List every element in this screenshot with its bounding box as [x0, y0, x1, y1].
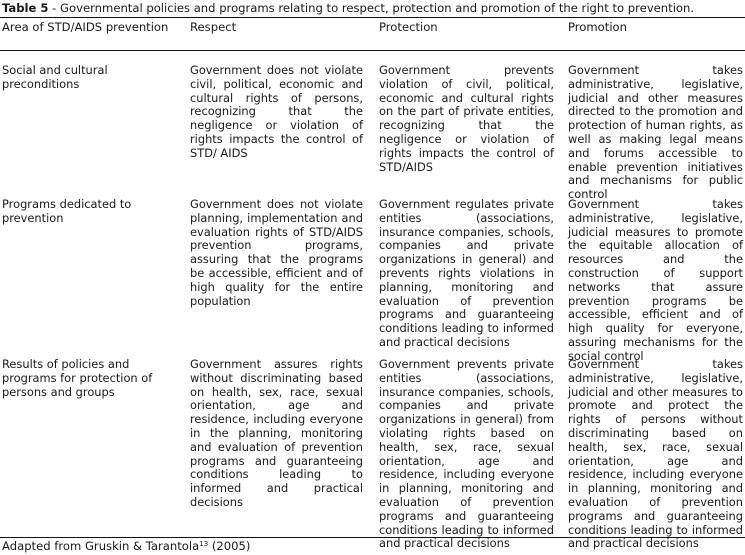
bottom-rule [0, 537, 745, 538]
header-area: Area of STD/AIDS prevention [2, 20, 169, 34]
header-protection: Protection [379, 20, 438, 34]
row-1-promotion: Government takes administrative, legisla… [568, 63, 743, 202]
source-text: Adapted from Gruskin & Tarantola [2, 539, 200, 553]
row-3-respect: Government assures rights without discri… [190, 357, 363, 509]
header-respect: Respect [190, 20, 237, 34]
row-2-area: Programs dedicated to prevention [2, 197, 132, 225]
table-source-note: Adapted from Gruskin & Tarantola13 (2005… [2, 539, 250, 553]
header-promotion: Promotion [568, 20, 627, 34]
row-1-protection: Government prevents violation of civil, … [379, 63, 554, 174]
row-3-promotion: Government takes administrative, legisla… [568, 357, 743, 551]
table-caption: Table 5 - Governmental policies and prog… [2, 1, 744, 15]
row-3-protection: Government prevents private entities (as… [379, 357, 554, 551]
row-1-area: Social and cultural preconditions [2, 63, 108, 91]
top-rule [0, 17, 745, 18]
source-reference: 13 [199, 540, 209, 548]
source-year: (2005) [208, 539, 251, 553]
header-rule [0, 50, 745, 51]
table-caption-text: - Governmental policies and programs rel… [48, 1, 695, 15]
row-3-area: Results of policies and programs for pro… [2, 357, 153, 399]
row-2-promotion: Government takes administrative, legisla… [568, 197, 743, 363]
row-1-respect: Government does not violate civil, polit… [190, 63, 363, 160]
row-2-protection: Government regulates private entities (a… [379, 197, 554, 349]
table-label: Table 5 [2, 1, 49, 15]
row-2-respect: Government does not violate planning, im… [190, 197, 363, 308]
